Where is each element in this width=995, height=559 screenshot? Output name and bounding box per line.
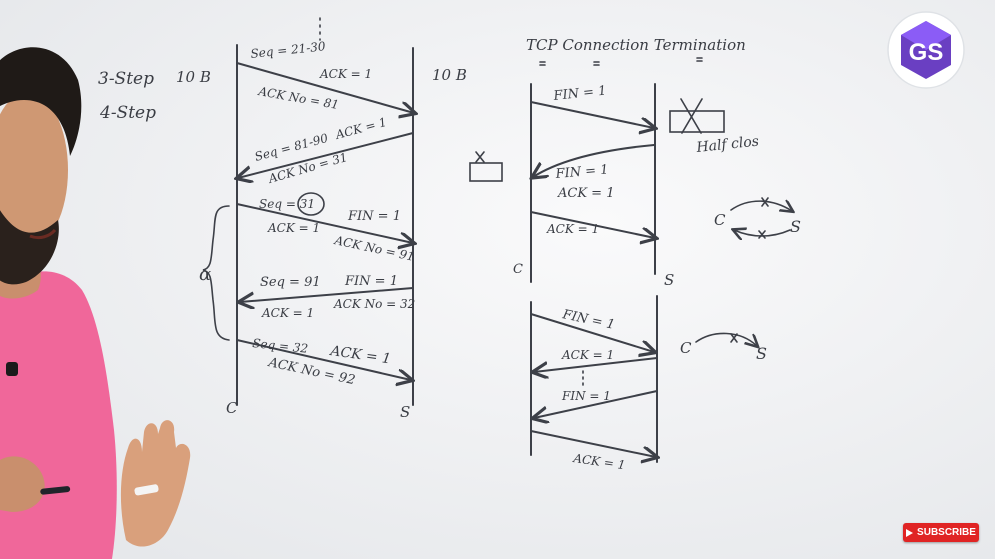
lbl-fin-1-b: FIN = 1 bbox=[344, 274, 398, 289]
side-s-2: S bbox=[756, 344, 767, 363]
left-client-label: C bbox=[226, 399, 238, 417]
rt-lbl-fin-1: FIN = 1 bbox=[552, 84, 607, 105]
lbl-ack-1-c: ACK = 1 bbox=[267, 221, 320, 235]
presenter-mic bbox=[6, 362, 18, 376]
rt-arrow-ack bbox=[530, 211, 655, 238]
lbl-seq-31: Seq = 31 bbox=[259, 197, 315, 211]
board-title: TCP Connection Termination bbox=[526, 36, 746, 54]
arrow-c-to-s-1 bbox=[236, 62, 414, 113]
lbl-seq-91: Seq = 91 bbox=[260, 275, 321, 290]
crossed-box-small bbox=[469, 151, 503, 182]
rt-lbl-fin-2: FIN = 1 bbox=[554, 162, 609, 182]
lbl-ack-1-a: ACK = 1 bbox=[319, 67, 372, 81]
rt-client-label: C bbox=[513, 262, 523, 277]
lbl-seq-32: Seq = 32 bbox=[252, 336, 309, 356]
brace bbox=[202, 205, 230, 341]
arrow-s-to-c-1 bbox=[238, 132, 414, 178]
rb-lbl-ack-1: ACK = 1 bbox=[561, 348, 614, 362]
presenter-hand-right bbox=[120, 420, 191, 547]
presenter-hair bbox=[0, 47, 82, 156]
side-c-2: C bbox=[680, 339, 692, 357]
presenter-hand-left bbox=[0, 456, 45, 512]
crossed-box-large bbox=[669, 98, 725, 134]
subscribe-button[interactable]: SUBSCRIBE bbox=[903, 523, 979, 542]
presenter-beard bbox=[0, 210, 59, 285]
presenter-mouth bbox=[29, 228, 57, 240]
rt-server-label: S bbox=[664, 271, 674, 289]
rb-arrow-fin-2 bbox=[534, 390, 658, 418]
left-server-label: S bbox=[400, 403, 410, 421]
side-sketch-duplex: C S bbox=[714, 197, 801, 238]
note-ten-b-1: 10 B bbox=[176, 68, 211, 86]
side-sketch-half: C S bbox=[680, 332, 767, 363]
half-close-label: Half clos bbox=[695, 134, 760, 157]
rb-lbl-fin-2: FIN = 1 bbox=[561, 389, 611, 403]
rt-arrow-fin-2 bbox=[533, 144, 655, 177]
arrow-c-to-s-3 bbox=[236, 339, 411, 380]
lbl-ack-1-d: ACK = 1 bbox=[261, 306, 314, 320]
svg-text:GS: GS bbox=[909, 39, 944, 66]
presenter-head bbox=[0, 92, 68, 248]
brace-mark-label: ɑ bbox=[199, 264, 211, 285]
rb-arrow-ack-1 bbox=[534, 357, 658, 372]
rt-lbl-ack-1: ACK = 1 bbox=[557, 186, 614, 201]
channel-logo-icon: GS bbox=[887, 11, 965, 89]
rb-arrow-fin-1 bbox=[530, 313, 654, 352]
arrow-c-to-s-2 bbox=[236, 203, 413, 243]
note-ten-b-2: 10 B bbox=[432, 66, 467, 84]
circled-31 bbox=[297, 192, 325, 216]
play-icon bbox=[906, 528, 914, 537]
subscribe-label: SUBSCRIBE bbox=[917, 527, 976, 538]
note-three-step: 3-Step bbox=[98, 69, 154, 89]
arrow-s-to-c-2 bbox=[240, 287, 414, 302]
presenter bbox=[0, 47, 191, 559]
rb-arrow-ack-2 bbox=[530, 430, 656, 457]
rt-arrow-fin-1 bbox=[530, 101, 654, 128]
presenter-cap-in-hand bbox=[134, 484, 159, 496]
rt-lbl-ack-2: ACK = 1 bbox=[546, 222, 599, 236]
presenter-marker bbox=[40, 486, 71, 495]
side-s-1: S bbox=[790, 217, 801, 236]
right-top-sequence-diagram: FIN = 1 FIN = 1 ACK = 1 ACK = 1 C S Half… bbox=[513, 83, 760, 289]
side-c-1: C bbox=[714, 211, 726, 229]
lbl-ack-no-32: ACK No = 32 bbox=[333, 297, 415, 311]
title-underline-marks bbox=[539, 57, 703, 66]
note-four-step: 4-Step bbox=[99, 103, 156, 123]
lbl-fin-1-a: FIN = 1 bbox=[347, 209, 401, 224]
